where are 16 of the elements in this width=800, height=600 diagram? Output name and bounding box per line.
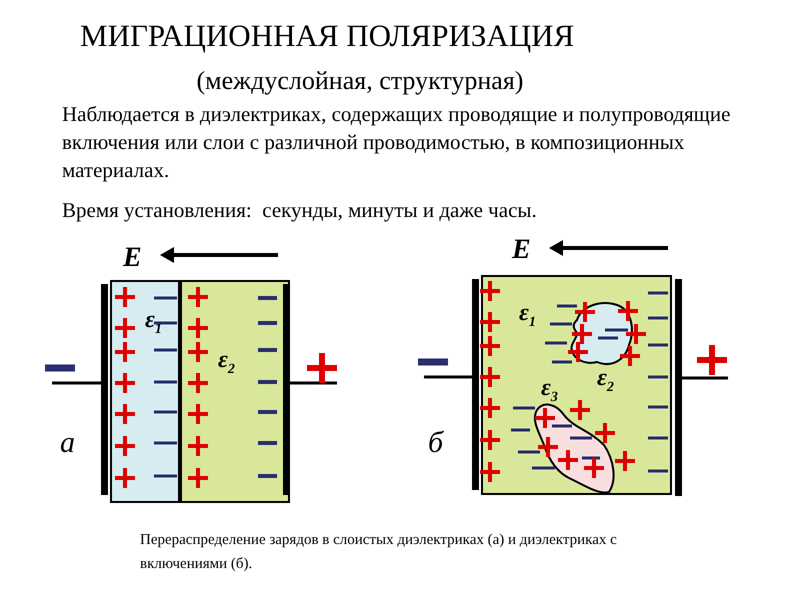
description-text: Наблюдается в диэлектриках, содержащих проводящие и полупроводящие включения или слои с различной проводимостью, в композиционных материалах. <box>62 101 732 184</box>
title: МИГРАЦИОННАЯ ПОЛЯРИЗАЦИЯ <box>80 18 574 54</box>
description-text: Время установления: секунды, минуты и даже часы. <box>62 198 538 223</box>
field-label: E <box>512 234 531 266</box>
subtitle: (междуслойная, структурная) <box>196 66 524 96</box>
panel-label: б <box>428 426 444 460</box>
permittivity-label: ε$_{1}$ <box>145 308 162 337</box>
caption: Перераспределение зарядов в слоистых диэлектриках (а) и диэлектриках с включениями (б). <box>140 531 618 574</box>
field-label: E <box>123 242 142 274</box>
dielectric-layer <box>110 280 180 503</box>
permittivity-label: ε$_{2}$ <box>597 366 614 395</box>
dielectric-matrix <box>481 275 672 495</box>
permittivity-label: ε$_{1}$ <box>519 301 536 330</box>
panel-label: а <box>60 426 75 460</box>
permittivity-label: ε$_{2}$ <box>218 348 235 377</box>
permittivity-label: ε$_{3}$ <box>541 376 558 405</box>
